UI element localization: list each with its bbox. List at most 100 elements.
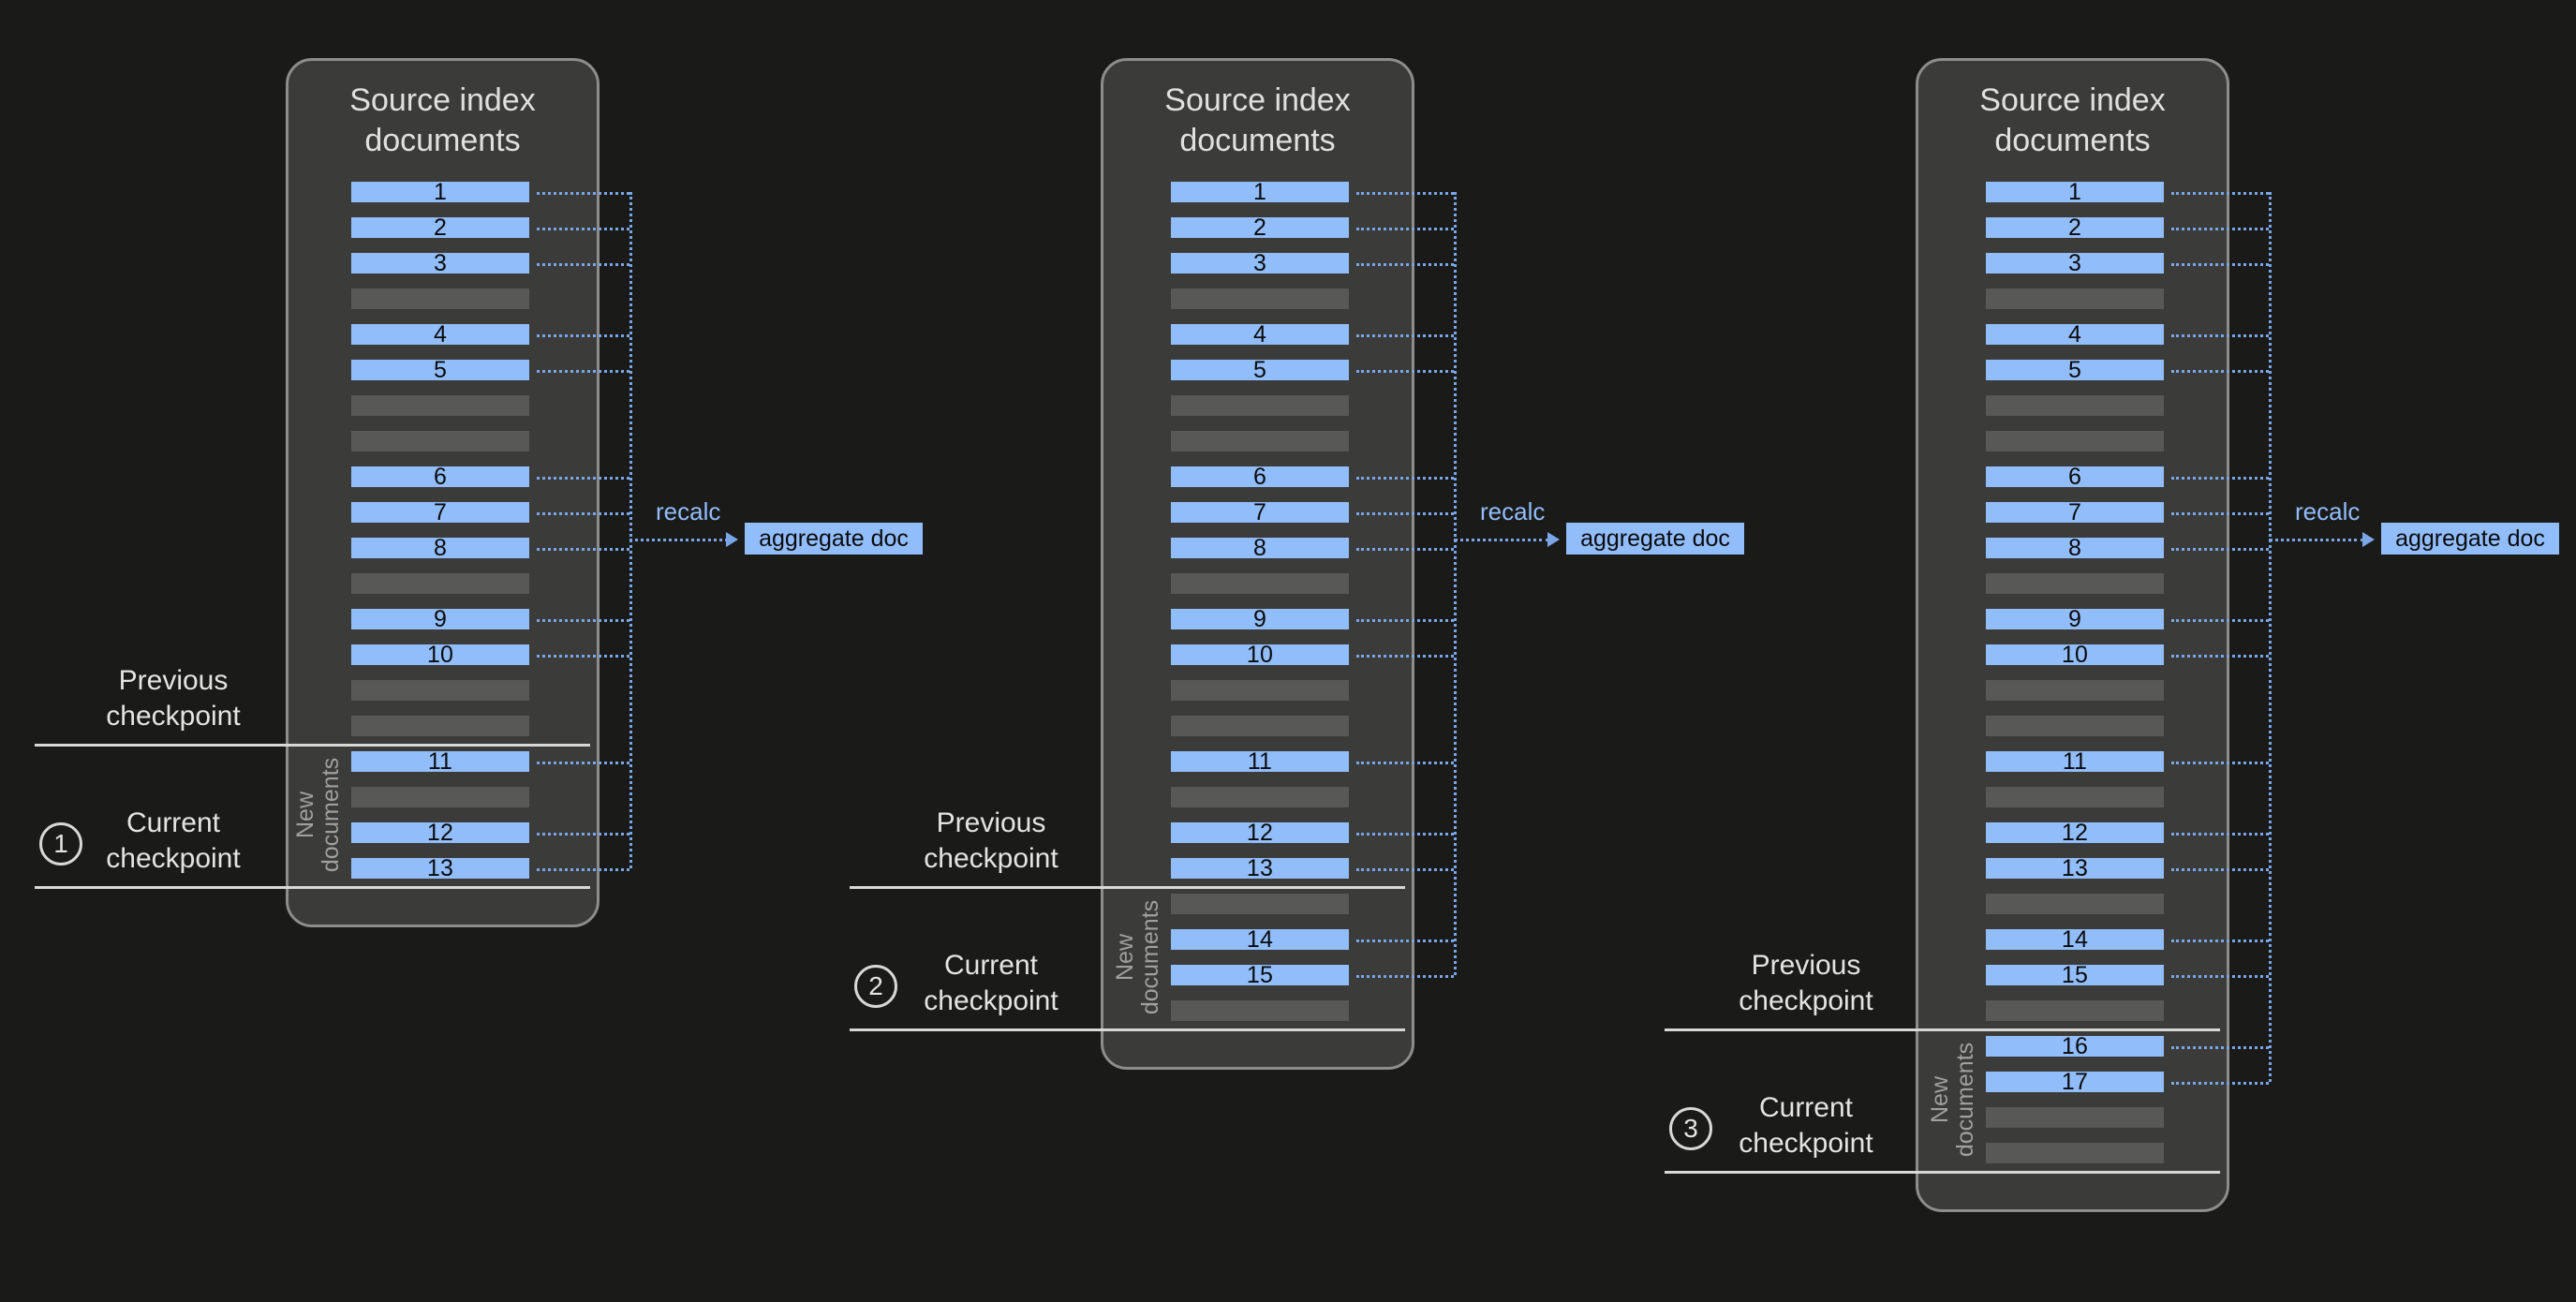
document-row: 14 [1986,926,2164,953]
current-checkpoint-label: Current checkpoint [1739,1092,1873,1159]
empty-row-slot [1986,573,2164,594]
previous-checkpoint-rule [1665,1028,2220,1031]
row-connector [1356,370,1454,373]
new-documents-label: New documents [1112,899,1163,1015]
document-row: 1 [1171,179,1349,205]
connector-bus [1454,192,1457,975]
document-row: 1 [1986,179,2164,205]
row-connector [2171,1046,2269,1049]
row-connector [2171,512,2269,515]
empty-row-slot [1171,431,1349,451]
recalc-arrow-head [1547,532,1560,547]
empty-row-slot [1986,716,2164,736]
aggregate-doc-box: aggregate doc [2381,523,2559,555]
document-row: 12 [1171,820,1349,846]
document-row: 3 [351,250,529,276]
step-number-badge-2: 2 [854,965,897,1008]
current-checkpoint-rule [850,1028,1405,1031]
row-connector [1356,833,1454,836]
document-row: 11 [351,748,529,775]
document-row: 9 [1986,606,2164,632]
row-connector [537,477,629,480]
row-connector [1356,334,1454,337]
row-connector [1356,512,1454,515]
previous-checkpoint-label: Previous checkpoint [924,807,1059,874]
row-connector [2171,975,2269,978]
document-row: 12 [351,820,529,846]
document-row: 7 [351,499,529,525]
previous-checkpoint-label: Previous checkpoint [1739,950,1873,1016]
row-connector [2171,655,2269,658]
document-row: 6 [351,464,529,490]
document-row: 13 [1171,855,1349,881]
row-connector [537,655,629,658]
current-checkpoint-label: Current checkpoint [106,807,241,874]
recalc-arrow-line [1454,539,1549,541]
document-row: 13 [351,855,529,881]
row-connector [537,619,629,622]
row-connector [537,370,629,373]
row-connector [1356,263,1454,266]
recalc-label: recalc [656,497,721,525]
empty-row-slot [1986,395,2164,416]
previous-checkpoint-rule [850,886,1405,889]
document-row: 2 [351,215,529,241]
current-checkpoint-rule [35,886,590,889]
row-connector [2171,762,2269,764]
empty-row-slot [351,680,529,701]
empty-row-slot [351,289,529,309]
row-connector [2171,548,2269,551]
empty-row-slot [1986,1107,2164,1128]
document-row: 7 [1171,499,1349,525]
row-connector [537,548,629,551]
row-connector [1356,940,1454,942]
row-connector [1356,477,1454,480]
document-row: 13 [1986,855,2164,881]
aggregate-doc-box: aggregate doc [1566,523,1744,555]
connector-bus [629,192,632,868]
empty-row-slot [351,431,529,451]
row-connector [537,192,629,195]
document-row: 17 [1986,1069,2164,1095]
current-checkpoint-label: Current checkpoint [924,950,1059,1016]
row-connector [1356,192,1454,195]
document-row: 15 [1986,962,2164,988]
row-connector [1356,868,1454,871]
aggregate-doc-box: aggregate doc [745,523,923,555]
document-row: 11 [1171,748,1349,775]
empty-row-slot [1171,1000,1349,1021]
document-row: 7 [1986,499,2164,525]
empty-row-slot [1986,289,2164,309]
recalc-arrow-head [2362,532,2375,547]
row-connector [1356,619,1454,622]
document-row: 8 [351,535,529,561]
previous-checkpoint-label: Previous checkpoint [106,665,241,732]
document-row: 6 [1171,464,1349,490]
current-checkpoint-rule [1665,1171,2220,1174]
empty-row-slot [351,395,529,416]
document-row: 15 [1171,962,1349,988]
document-row: 10 [1171,642,1349,668]
document-row: 10 [351,642,529,668]
recalc-arrow-line [2269,539,2364,541]
document-row: 11 [1986,748,2164,775]
document-row: 3 [1986,250,2164,276]
row-connector [2171,833,2269,836]
row-connector [537,868,629,871]
empty-row-slot [1986,787,2164,807]
recalc-arrow-line [629,539,728,541]
empty-row-slot [1986,1143,2164,1163]
row-connector [537,334,629,337]
row-connector [2171,334,2269,337]
row-connector [537,762,629,764]
empty-row-slot [1986,431,2164,451]
empty-row-slot [351,716,529,736]
row-connector [1356,228,1454,230]
document-row: 9 [1171,606,1349,632]
empty-row-slot [1986,1000,2164,1021]
document-row: 4 [1986,321,2164,348]
source-index-title-1: Source index documents [349,82,536,158]
empty-row-slot [1171,289,1349,309]
